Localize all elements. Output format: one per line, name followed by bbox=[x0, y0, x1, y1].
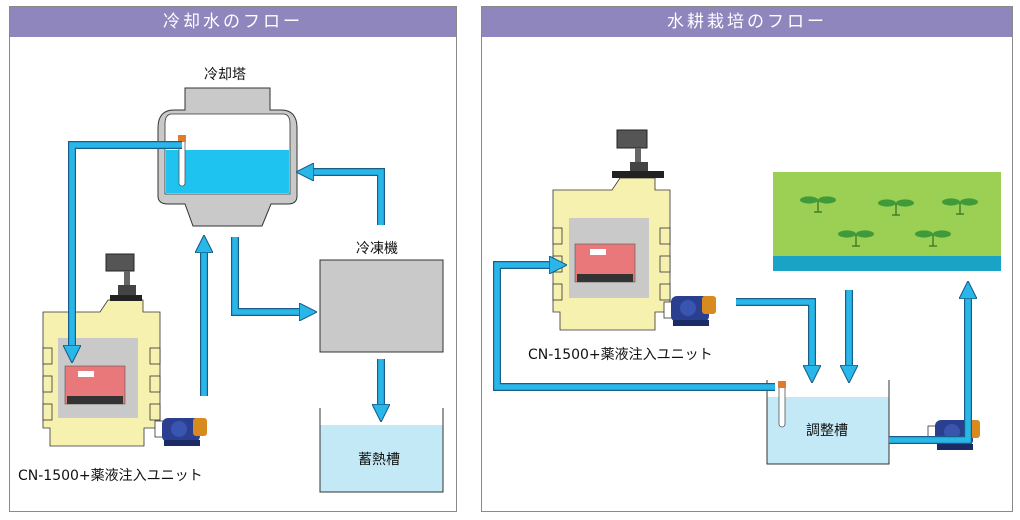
injection-unit-label-left: CN-1500+薬液注入ユニット bbox=[18, 468, 203, 484]
display-monitor-icon bbox=[105, 253, 142, 301]
adjustment-tank bbox=[766, 380, 890, 465]
hydroponic-field bbox=[773, 172, 1001, 271]
adjustment-tank-label: 調整槽 bbox=[806, 423, 848, 439]
hydroponics-flow-title: 水耕栽培のフロー bbox=[482, 7, 1012, 37]
chiller-label: 冷凍機 bbox=[356, 241, 398, 257]
cooling-tower-label: 冷却塔 bbox=[204, 67, 246, 83]
metering-pump-icon bbox=[927, 420, 980, 450]
cooling-tower bbox=[157, 87, 298, 227]
metering-pump-icon bbox=[154, 418, 207, 446]
display-monitor-icon bbox=[612, 129, 664, 178]
heat-storage-tank bbox=[319, 408, 444, 493]
metering-pump-icon bbox=[663, 296, 716, 326]
sensor-probe-icon bbox=[178, 135, 186, 187]
injection-unit-left bbox=[42, 299, 161, 447]
flow-pipes-left bbox=[72, 142, 381, 415]
cooling-tower-water bbox=[166, 150, 289, 193]
injection-unit-right bbox=[552, 177, 671, 331]
cooling-water-flow-title: 冷却水のフロー bbox=[10, 7, 456, 37]
storage-tank-label: 蓄熱槽 bbox=[358, 452, 400, 468]
sensor-probe-icon bbox=[778, 381, 786, 428]
flow-pipes-right bbox=[494, 265, 968, 443]
injection-unit-label-right: CN-1500+薬液注入ユニット bbox=[528, 347, 713, 363]
nutrient-channel bbox=[773, 256, 1001, 271]
chiller-unit bbox=[319, 259, 444, 353]
seedling-icon bbox=[800, 196, 978, 247]
